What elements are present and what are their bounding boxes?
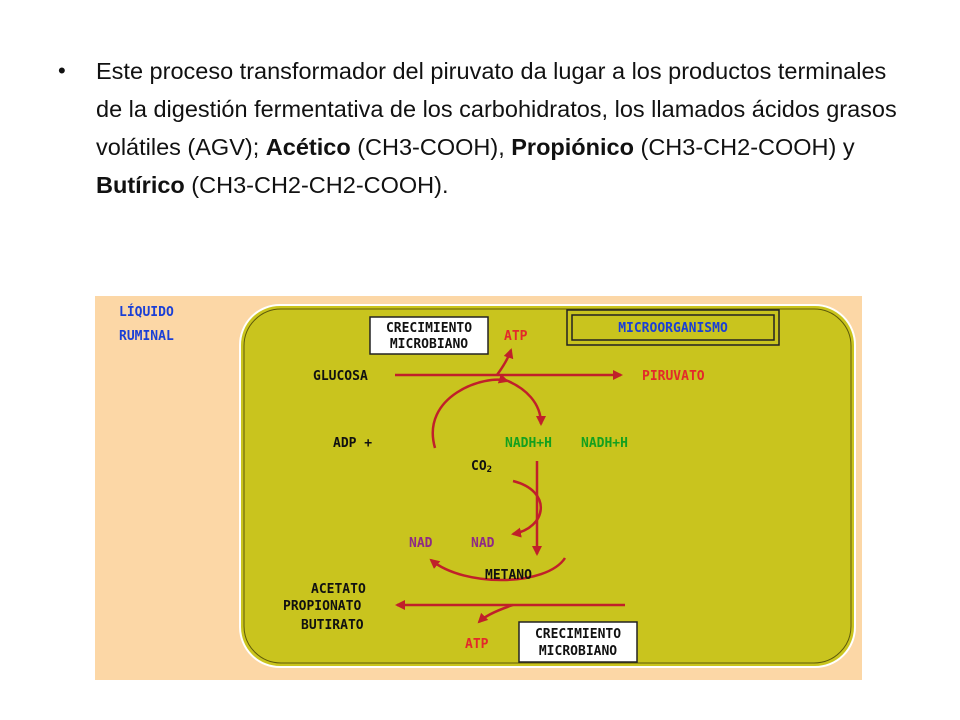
atp-top-label: ATP [504, 329, 528, 344]
bold-term: Acético [265, 134, 351, 160]
arrow-to-nadh [502, 377, 546, 426]
arrow-co2-to-nad [511, 479, 542, 538]
bold-term: Propiónico [511, 134, 634, 160]
pyruvate-label: PIRUVATO [642, 369, 705, 384]
product-propionate: PROPIONATO [283, 599, 361, 614]
growth-top-line2: MICROBIANO [390, 337, 468, 352]
co2-label: CO2 [471, 459, 492, 475]
growth-top-line1: CRECIMIENTO [386, 321, 472, 336]
diagram-svg: LÍQUIDO RUMINAL MICROORGANISMO CRECIMIEN… [95, 296, 862, 680]
co2-text: CO [471, 459, 487, 474]
growth-top-box [369, 316, 489, 355]
glucose-label: GLUCOSA [313, 369, 368, 384]
nad-label-1: NAD [409, 536, 433, 551]
product-butyrate: BUTIRATO [301, 618, 364, 633]
text-run: Este proceso transformador del piruvato … [96, 58, 897, 160]
microorganism-cell-inner-outline [243, 308, 852, 664]
nad-label-2: NAD [471, 536, 495, 551]
product-acetate: ACETATO [311, 582, 366, 597]
atp-bottom-label: ATP [465, 637, 489, 652]
adp-label: ADP + [333, 436, 372, 451]
reaction-arrows [395, 348, 625, 624]
liquid-label-line2: RUMINAL [119, 329, 174, 344]
text-run: (CH3-CH2-CH2-COOH). [184, 172, 449, 198]
methane-label: METANO [485, 568, 532, 583]
arrow-adp-arc [431, 373, 509, 449]
slide-text-block: • Este proceso transformador del piruvat… [58, 52, 918, 204]
bullet-point: • [58, 58, 66, 83]
arrow-nad-return [429, 557, 567, 582]
text-run: (CH3-COOH), [350, 134, 512, 160]
arrow-to-atp-top [495, 348, 514, 376]
bullet-paragraph: Este proceso transformador del piruvato … [96, 52, 918, 204]
rumen-fermentation-diagram: LÍQUIDO RUMINAL MICROORGANISMO CRECIMIEN… [95, 296, 862, 680]
growth-bottom-line2: MICROBIANO [539, 644, 617, 659]
nadh-label-2: NADH+H [581, 436, 628, 451]
arrow-to-atp-bottom [477, 603, 514, 624]
liquid-label-line1: LÍQUIDO [119, 304, 174, 320]
organism-label: MICROORGANISMO [618, 321, 728, 336]
growth-bottom-box [518, 621, 638, 663]
co2-subscript: 2 [487, 465, 492, 475]
growth-bottom-line1: CRECIMIENTO [535, 627, 621, 642]
text-run: (CH3-CH2-COOH) y [633, 134, 855, 160]
bold-term: Butírico [96, 172, 185, 198]
nadh-label-1: NADH+H [505, 436, 552, 451]
microorganism-cell [239, 304, 856, 668]
organism-label-box-inner [571, 314, 775, 341]
organism-label-box [566, 309, 780, 346]
